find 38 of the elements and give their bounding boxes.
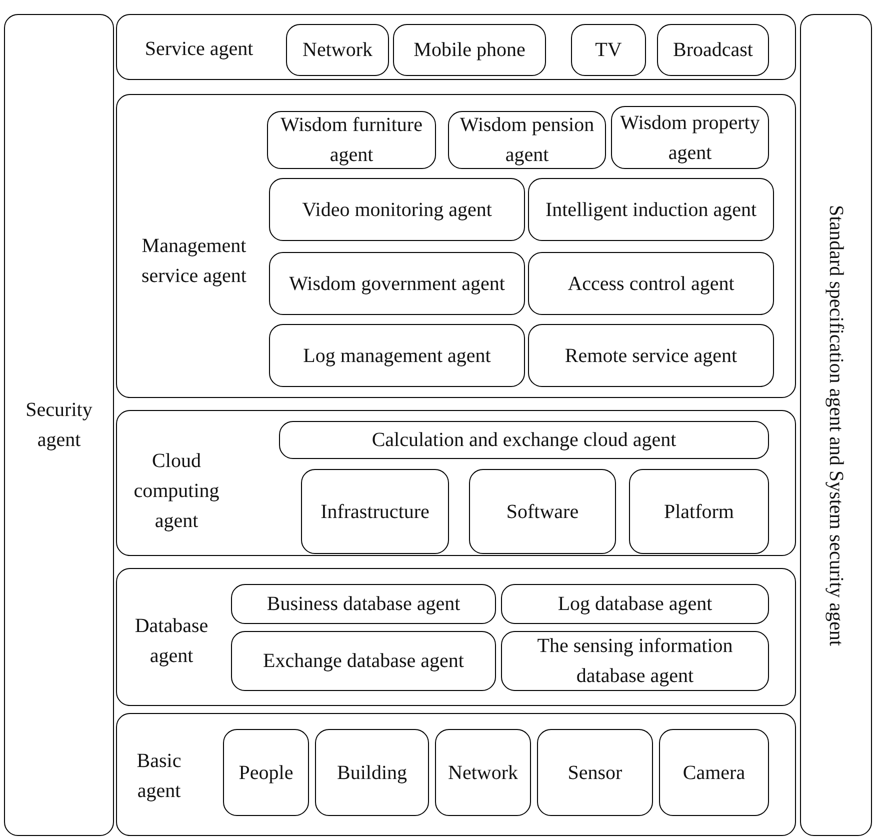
agent-box: Log management agent: [269, 324, 525, 387]
layer-title: Database agent: [134, 614, 210, 669]
layer-panel: [116, 94, 796, 398]
agent-box: Intelligent induction agent: [528, 178, 774, 241]
agent-box: Access control agent: [528, 252, 774, 315]
agent-box: Wisdom government agent: [269, 252, 525, 315]
agent-box: Camera: [659, 729, 769, 816]
layer-panel: [116, 713, 796, 836]
agent-box: Sensor: [537, 729, 653, 816]
layer-title: Service agent: [144, 37, 254, 62]
agent-box: Exchange database agent: [231, 631, 496, 691]
agent-box: Video monitoring agent: [269, 178, 525, 241]
agent-box: Remote service agent: [528, 324, 774, 387]
layer-title: Management service agent: [140, 234, 248, 289]
agent-box: Building: [315, 729, 429, 816]
side-panel: Security agent: [4, 14, 114, 836]
agent-box: Infrastructure: [301, 469, 449, 554]
side-panel: Standard specification agent and System security agent: [800, 14, 872, 836]
agent-box: TV: [571, 24, 646, 76]
agent-box: Wisdom pension agent: [448, 111, 606, 169]
agent-box: Broadcast: [657, 24, 769, 76]
layer-panel: [116, 14, 796, 80]
layer-panel: [116, 410, 796, 556]
agent-box: Business database agent: [231, 584, 496, 624]
agent-box: Log database agent: [501, 584, 769, 624]
layer-panel: [116, 568, 796, 706]
agent-box: Wisdom property agent: [611, 106, 769, 169]
agent-box: Software: [469, 469, 616, 554]
agent-box: Platform: [629, 469, 769, 554]
agent-box: People: [223, 729, 309, 816]
layer-title: Cloud computing agent: [132, 449, 220, 534]
agent-box: Calculation and exchange cloud agent: [279, 421, 769, 459]
agent-box: Network: [286, 24, 389, 76]
agent-box: Wisdom furniture agent: [267, 111, 436, 169]
agent-box: Mobile phone: [393, 24, 546, 76]
agent-box: Network: [435, 729, 531, 816]
layer-title: Basic agent: [136, 749, 182, 804]
agent-box: The sensing information database agent: [501, 631, 769, 691]
